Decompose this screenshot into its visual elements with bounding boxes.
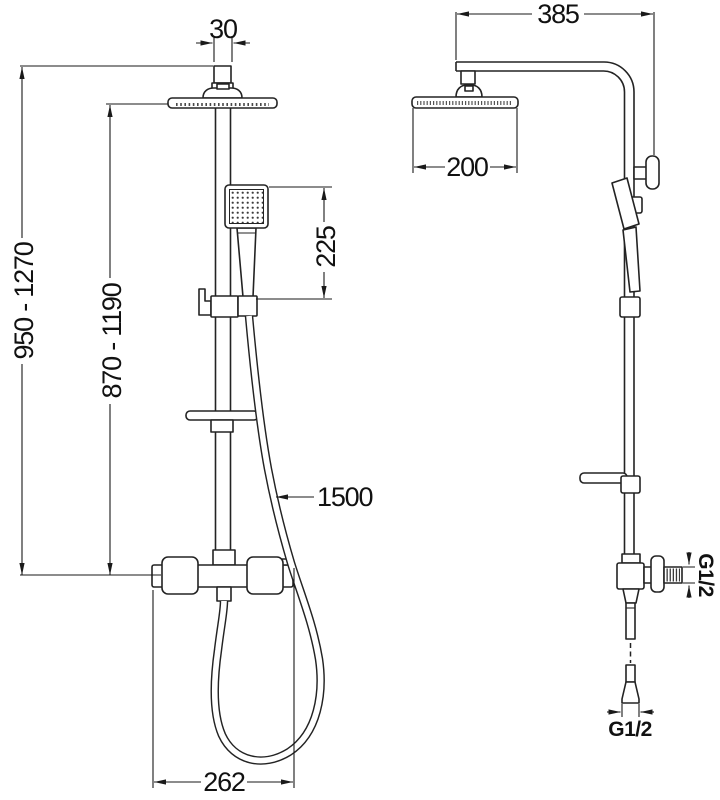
rain-shower-head-side [411,96,519,109]
hand-shower-holder-front [198,288,239,318]
hand-shower-front [224,184,269,317]
hand-shower-side [611,177,643,293]
dim-valve-width-label: 262 [203,767,245,797]
dim-hand-shower-length-label: 225 [311,226,341,268]
soap-shelf-side [579,472,641,494]
shower-arm-side [455,61,635,556]
thermostatic-valve [151,549,294,602]
rail-slider [619,296,641,318]
shower-arm-connector-front [202,65,243,99]
hose-outlet [216,586,232,602]
main-column [214,104,232,552]
wall-bracket [633,155,660,190]
shower-hose [210,315,325,765]
dimensions: 30 950 - 1270 870 - 1190 225 [9,0,717,797]
threaded-nipple [663,566,683,584]
dim-inlet-thread: G1/2 [607,704,654,741]
dim-overall-height-label: 950 - 1270 [9,242,39,359]
hose-tail [621,588,640,704]
side-view [411,61,683,704]
dim-inlet-thread-label: G1/2 [608,718,652,741]
dim-outlet-thread: G1/2 [683,552,717,598]
dim-connector-width-label: 30 [209,14,237,44]
dim-outlet-thread-label: G1/2 [694,553,717,597]
soap-shelf-front [185,410,259,433]
handle-clamp [237,295,258,317]
valve-handle-right [246,556,284,595]
wall-flange [650,555,665,593]
valve-handle-left [161,556,199,595]
dim-hand-shower-length: 225 [256,186,341,300]
hose-end-fitting [621,664,640,704]
dim-arm-reach: 385 [455,0,655,155]
dim-connector-width: 30 [196,14,250,62]
inlet-elbow [616,553,683,593]
dim-head-height: 870 - 1190 [97,103,168,575]
dim-hose-length-label: 1500 [317,482,372,512]
dim-head-width-label: 200 [446,152,488,182]
arm-connector-side [455,70,483,98]
dim-hose-length: 1500 [276,482,374,512]
front-view [151,65,325,765]
dim-overall-height: 950 - 1270 [9,65,213,576]
dim-head-height-label: 870 - 1190 [97,283,127,398]
dim-valve-width: 262 [152,568,295,797]
rain-shower-head-front [167,97,278,109]
dim-arm-reach-label: 385 [537,0,579,29]
dim-head-width: 200 [412,108,518,182]
